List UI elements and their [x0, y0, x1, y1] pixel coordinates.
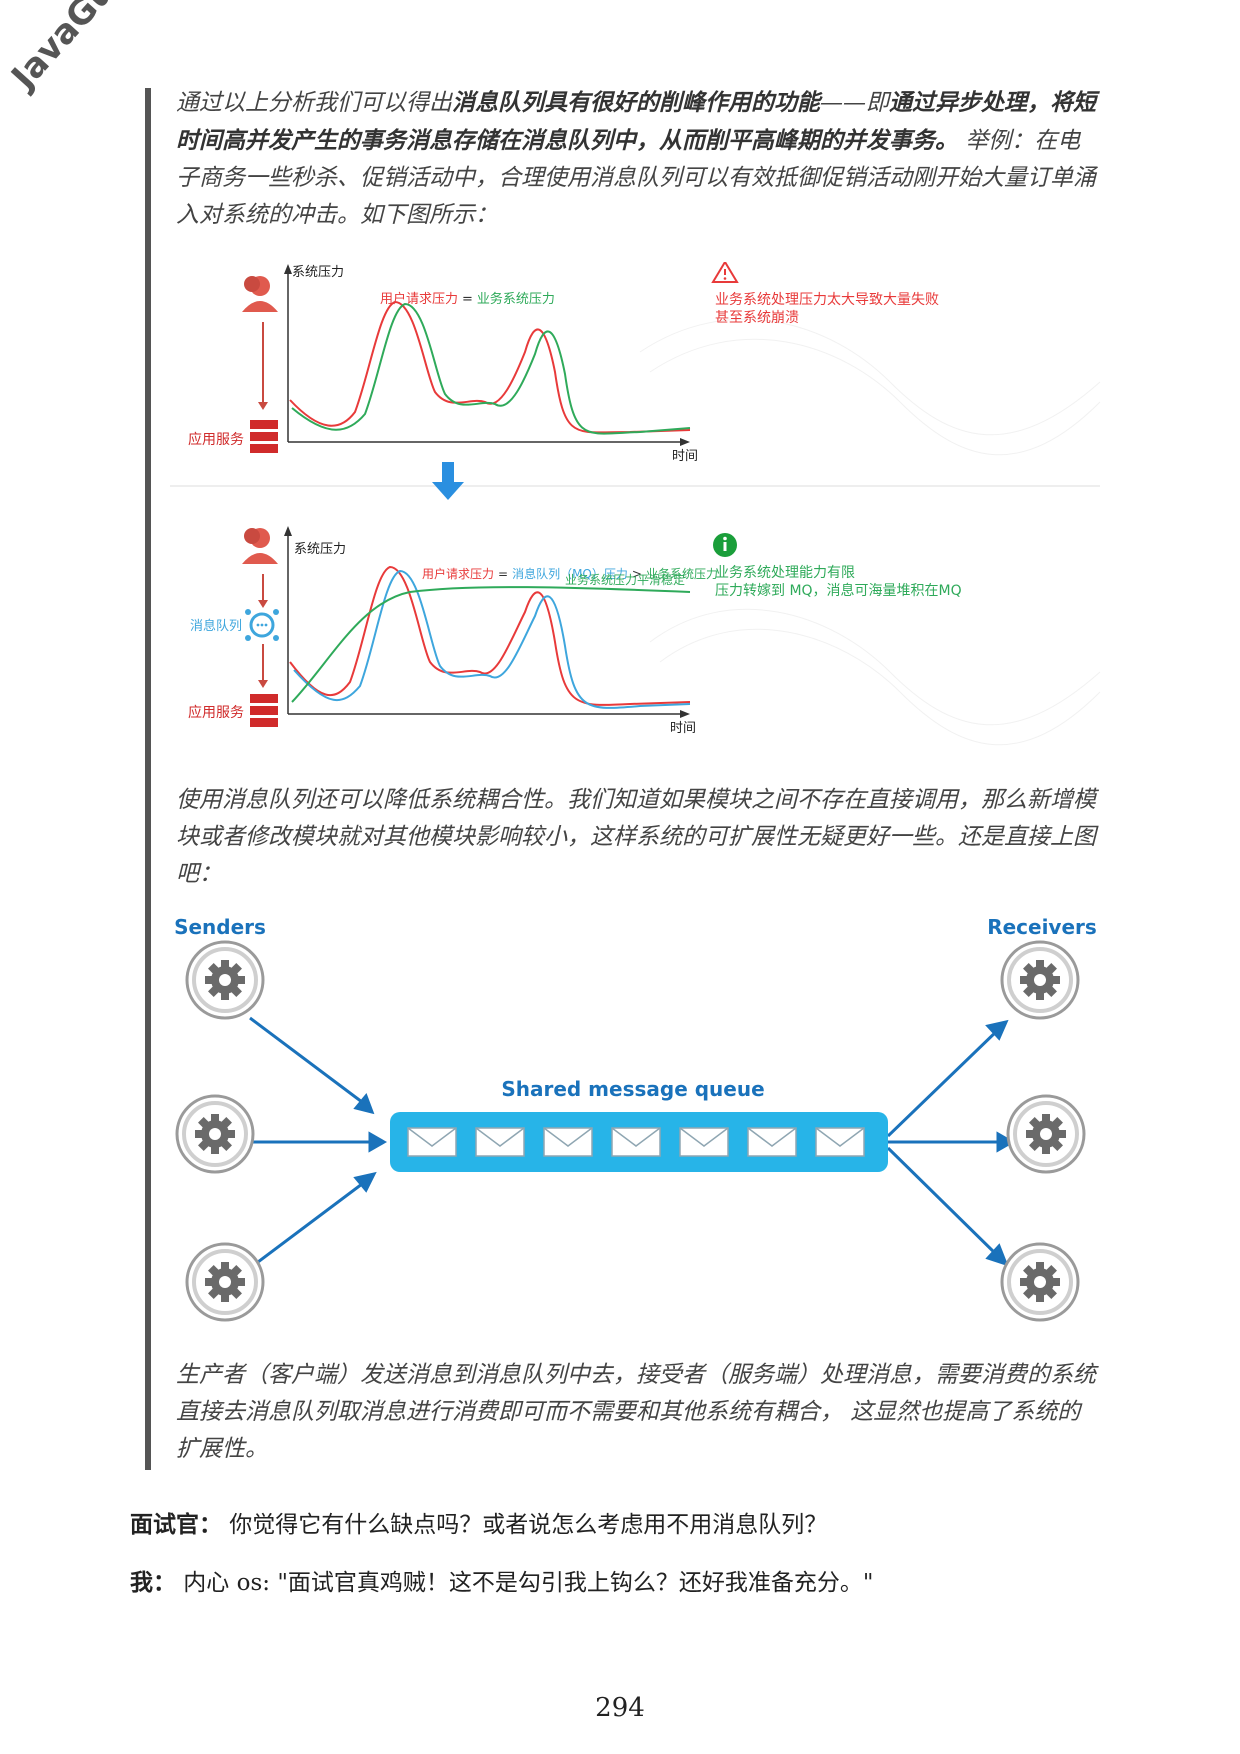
down-arrow-icon	[432, 462, 464, 500]
user-icon-top	[242, 276, 278, 312]
paragraph-producer-consumer: 生产者（客户端）发送消息到消息队列中去，接受者（服务端）处理消息，需要消费的系统…	[176, 1362, 1096, 1462]
message-envelope-icon	[679, 1127, 729, 1157]
mq-label: 消息队列	[190, 618, 242, 634]
dialog-me: 我： 内心 os: "面试官真鸡贼！这不是勾引我上钩么？还好我准备充分。"	[130, 1563, 874, 1597]
queue-label: Shared message queue	[501, 1077, 764, 1101]
dialog-me-text: 内心 os: "面试官真鸡贼！这不是勾引我上钩么？还好我准备充分。"	[176, 1570, 874, 1596]
shared-queue-figure: Senders Receivers Shared message queue	[174, 915, 1097, 1322]
sender-gear-icon	[185, 1242, 265, 1322]
queued-messages	[407, 1127, 865, 1157]
message-envelope-icon	[815, 1127, 865, 1157]
user-icon-bottom	[242, 528, 278, 564]
senders-label: Senders	[174, 915, 266, 939]
y-axis-label-bottom: 系统压力	[294, 542, 346, 557]
server-label-bottom: 应用服务	[188, 704, 244, 721]
y-arrow-top	[284, 264, 292, 274]
x-arrow-top	[680, 438, 690, 446]
warning-icon	[711, 262, 739, 283]
x-axis-label-top: 时间	[672, 449, 698, 464]
dialog-interviewer: 面试官： 你觉得它有什么缺点吗？或者说怎么考虑用不用消息队列？	[130, 1505, 827, 1539]
system-pressure-line-top	[291, 302, 691, 435]
flow-arrowhead-bottom-1	[258, 600, 268, 608]
smooth-label: 业务系统压力平滑稳定	[565, 572, 685, 587]
legend-bottom-system: 业务系统压力	[646, 566, 718, 581]
message-envelope-icon	[475, 1127, 525, 1157]
x-axis-label-bottom: 时间	[670, 721, 696, 736]
flow-arrowhead-bottom-2	[258, 680, 268, 688]
legend-bottom-user: 用户请求压力	[422, 566, 494, 581]
flow-arrowhead-top	[258, 402, 268, 410]
para1-bold-1: 消息队列具有很好的削峰作用的功能	[452, 89, 820, 116]
mq-pressure-line-bottom	[293, 569, 691, 709]
legend-bottom-mq: 消息队列（MQ）压力	[512, 566, 628, 581]
message-queue-icon	[245, 609, 279, 641]
sender-gear-icon	[175, 1094, 255, 1174]
para1-text-2: ——即	[820, 90, 889, 116]
y-axis-label-top: 系统压力	[292, 265, 344, 280]
receiver-gear-icon	[1006, 1094, 1086, 1174]
background-decoration	[639, 318, 1101, 746]
info-text-line2: 压力转嫁到 MQ，消息可海量堆积在MQ	[715, 582, 962, 599]
para1-text-3: 举例：在电子商务一些秒杀、促销活动中，合理使用消息队列可以有效抵御促销活动刚开始…	[176, 128, 1096, 228]
dialog-interviewer-speaker: 面试官：	[130, 1511, 222, 1538]
info-text-line1: 业务系统处理能力有限	[715, 565, 855, 581]
user-pressure-line-top	[289, 300, 691, 434]
page-number: 294	[595, 1693, 645, 1723]
para1-text-1: 通过以上分析我们可以得出	[176, 90, 452, 116]
message-envelope-icon	[543, 1127, 593, 1157]
legend-bottom: 用户请求压力 = 消息队列（MQ）压力 > 业务系统压力	[422, 566, 718, 581]
legend-bottom-gt: >	[632, 567, 642, 581]
message-envelope-icon	[407, 1127, 457, 1157]
system-pressure-line-bottom	[291, 586, 691, 703]
legend-top-eq: =	[462, 292, 473, 307]
info-icon	[713, 533, 737, 557]
receiver-gear-icon	[1000, 940, 1080, 1020]
y-arrow-bottom	[284, 526, 292, 536]
user-pressure-line-bottom	[289, 565, 691, 706]
x-arrow-bottom	[680, 710, 690, 718]
peak-shaving-figure: 应用服务 系统压力 时间 用户请求压力 = 业务系统压力 业务系统处理压力太大导致大…	[170, 262, 1101, 746]
server-label-top: 应用服务	[188, 431, 244, 448]
server-icon-top	[250, 420, 278, 453]
legend-bottom-eq: =	[498, 567, 508, 581]
dialog-interviewer-text: 你觉得它有什么缺点吗？或者说怎么考虑用不用消息队列？	[222, 1512, 828, 1538]
watermark: JavaGuide	[4, 0, 163, 97]
message-envelope-icon	[611, 1127, 661, 1157]
legend-top-system: 业务系统压力	[477, 291, 555, 307]
blockquote-bar	[145, 88, 151, 1470]
dialog-me-speaker: 我：	[130, 1569, 176, 1596]
server-icon-bottom	[250, 694, 278, 727]
warning-text-line1: 业务系统处理压力太大导致大量失败	[715, 292, 939, 308]
receivers-label: Receivers	[987, 915, 1097, 939]
warning-text-line2: 甚至系统崩溃	[715, 310, 799, 326]
paragraph-peak-shaving: 通过以上分析我们可以得出消息队列具有很好的削峰作用的功能——即通过异步处理，将短…	[176, 84, 1096, 234]
sender-gear-icon	[185, 940, 265, 1020]
sender-arrows	[249, 1016, 388, 1270]
receiver-arrows	[886, 1019, 1016, 1267]
para1-bold-2: 通过异步处理，将短时间高并发产生的事务消息存储在消息队列中，从而削平高峰期的并发…	[176, 89, 1096, 154]
paragraph-decoupling: 使用消息队列还可以降低系统耦合性。我们知道如果模块之间不存在直接调用，那么新增模…	[176, 787, 1096, 887]
message-envelope-icon	[747, 1127, 797, 1157]
receiver-gear-icon	[1000, 1242, 1080, 1322]
